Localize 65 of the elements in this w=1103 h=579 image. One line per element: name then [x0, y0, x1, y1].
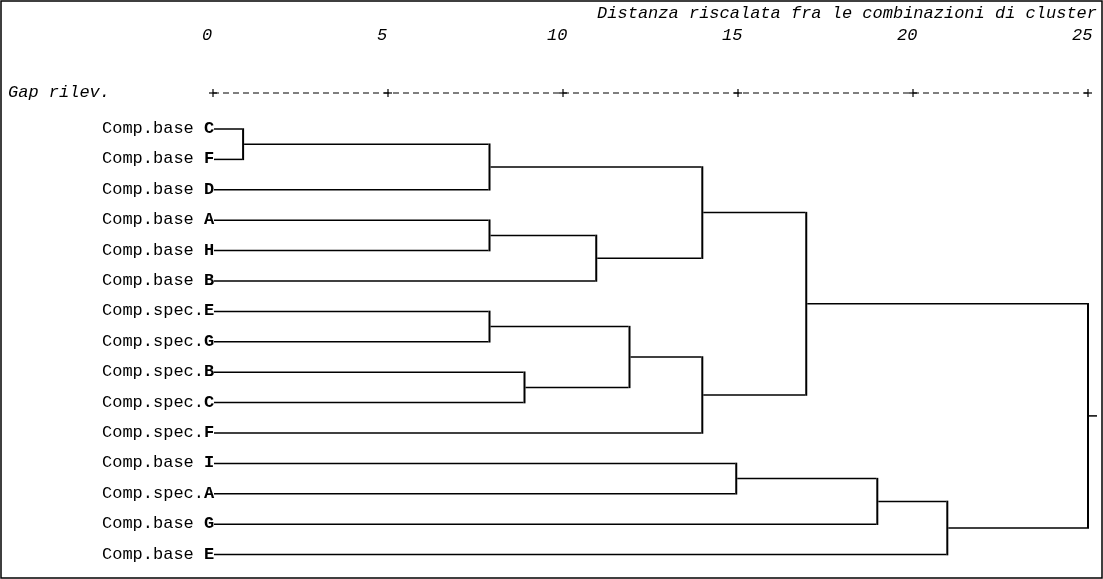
- dendrogram-branch: [736, 477, 878, 480]
- leaf-label: Comp.base C: [102, 119, 215, 139]
- merge-bar: [488, 310, 491, 343]
- dendrogram-branch: [524, 386, 630, 389]
- merge-bar: [628, 325, 631, 389]
- dendrogram-branch: [213, 371, 525, 373]
- dendrogram-branch: [213, 432, 703, 434]
- dendrogram-branch: [213, 249, 490, 252]
- merge-bar: [242, 128, 245, 161]
- tick-label: 5: [377, 26, 388, 46]
- merge-bar: [876, 477, 879, 525]
- dendrogram-branch: [213, 523, 878, 525]
- leaf-label: Comp.base A: [102, 210, 215, 231]
- dendrogram-branch: [213, 401, 525, 404]
- axis-label: Gap rilev.: [8, 83, 111, 103]
- leaf-label: Comp.base D: [102, 179, 215, 200]
- dendrogram-branch: [806, 303, 1088, 305]
- dendrogram-branch: [947, 527, 1088, 529]
- leaf-label: Comp.base G: [102, 514, 215, 535]
- dendrogram-branch: [213, 341, 490, 343]
- merge-bar: [946, 500, 949, 556]
- dendrogram-branch: [213, 462, 736, 465]
- dendrogram-branch: [489, 166, 703, 168]
- tick-label: 25: [1072, 26, 1093, 46]
- leaf-label: Comp.spec.C: [102, 392, 215, 413]
- leaf-label: Comp.spec.F: [102, 423, 215, 443]
- dendrogram-branch: [489, 325, 630, 328]
- tick-label: 0: [202, 26, 213, 46]
- tick-label: 20: [897, 26, 918, 46]
- dendrogram-branch: [213, 553, 948, 556]
- merge-bar: [488, 143, 491, 191]
- leaf-label: Comp.base H: [102, 240, 215, 261]
- merge-bar: [595, 234, 598, 282]
- leaf-label: Comp.base F: [102, 149, 215, 170]
- leaf-label: Comp.base E: [102, 544, 215, 565]
- leaf-label: Comp.spec.G: [102, 331, 215, 352]
- dendrogram-branch: [243, 143, 490, 145]
- leaf-label: Comp.base I: [102, 453, 215, 474]
- axis-title: Distanza riscalata fra le combinazioni di cluster: [597, 4, 1097, 24]
- dendrogram-branch: [877, 500, 948, 503]
- dendrogram-branch: [702, 211, 806, 214]
- merge-bar: [735, 462, 738, 495]
- dendrogram-branch: [702, 394, 806, 396]
- tick-label: 15: [722, 26, 743, 46]
- leaf-label: Comp.base B: [102, 271, 215, 291]
- merge-bar: [701, 166, 704, 259]
- merge-bar: [701, 356, 704, 434]
- tick-label: 10: [547, 26, 568, 46]
- dendrogram-branch: [489, 234, 596, 237]
- merge-bar: [805, 211, 808, 396]
- dendrogram-branch: [213, 219, 490, 221]
- leaf-label: Comp.spec.E: [102, 301, 215, 322]
- dendrogram-branch: [213, 128, 243, 130]
- dendrogram-branch: [629, 356, 703, 358]
- merge-bar: [523, 371, 526, 404]
- dendrogram-branch: [213, 493, 736, 495]
- dendrogram-branch: [596, 257, 703, 259]
- leaf-label: Comp.spec.B: [102, 362, 215, 383]
- leaf-label: Comp.spec.A: [102, 483, 215, 504]
- dendrogram-branch: [213, 158, 243, 161]
- dendrogram-branch: [213, 189, 490, 191]
- merge-bar: [488, 219, 491, 252]
- dendrogram-branch: [213, 280, 596, 282]
- dendrogram-branch: [1088, 415, 1098, 417]
- dendrogram-branch: [213, 310, 490, 313]
